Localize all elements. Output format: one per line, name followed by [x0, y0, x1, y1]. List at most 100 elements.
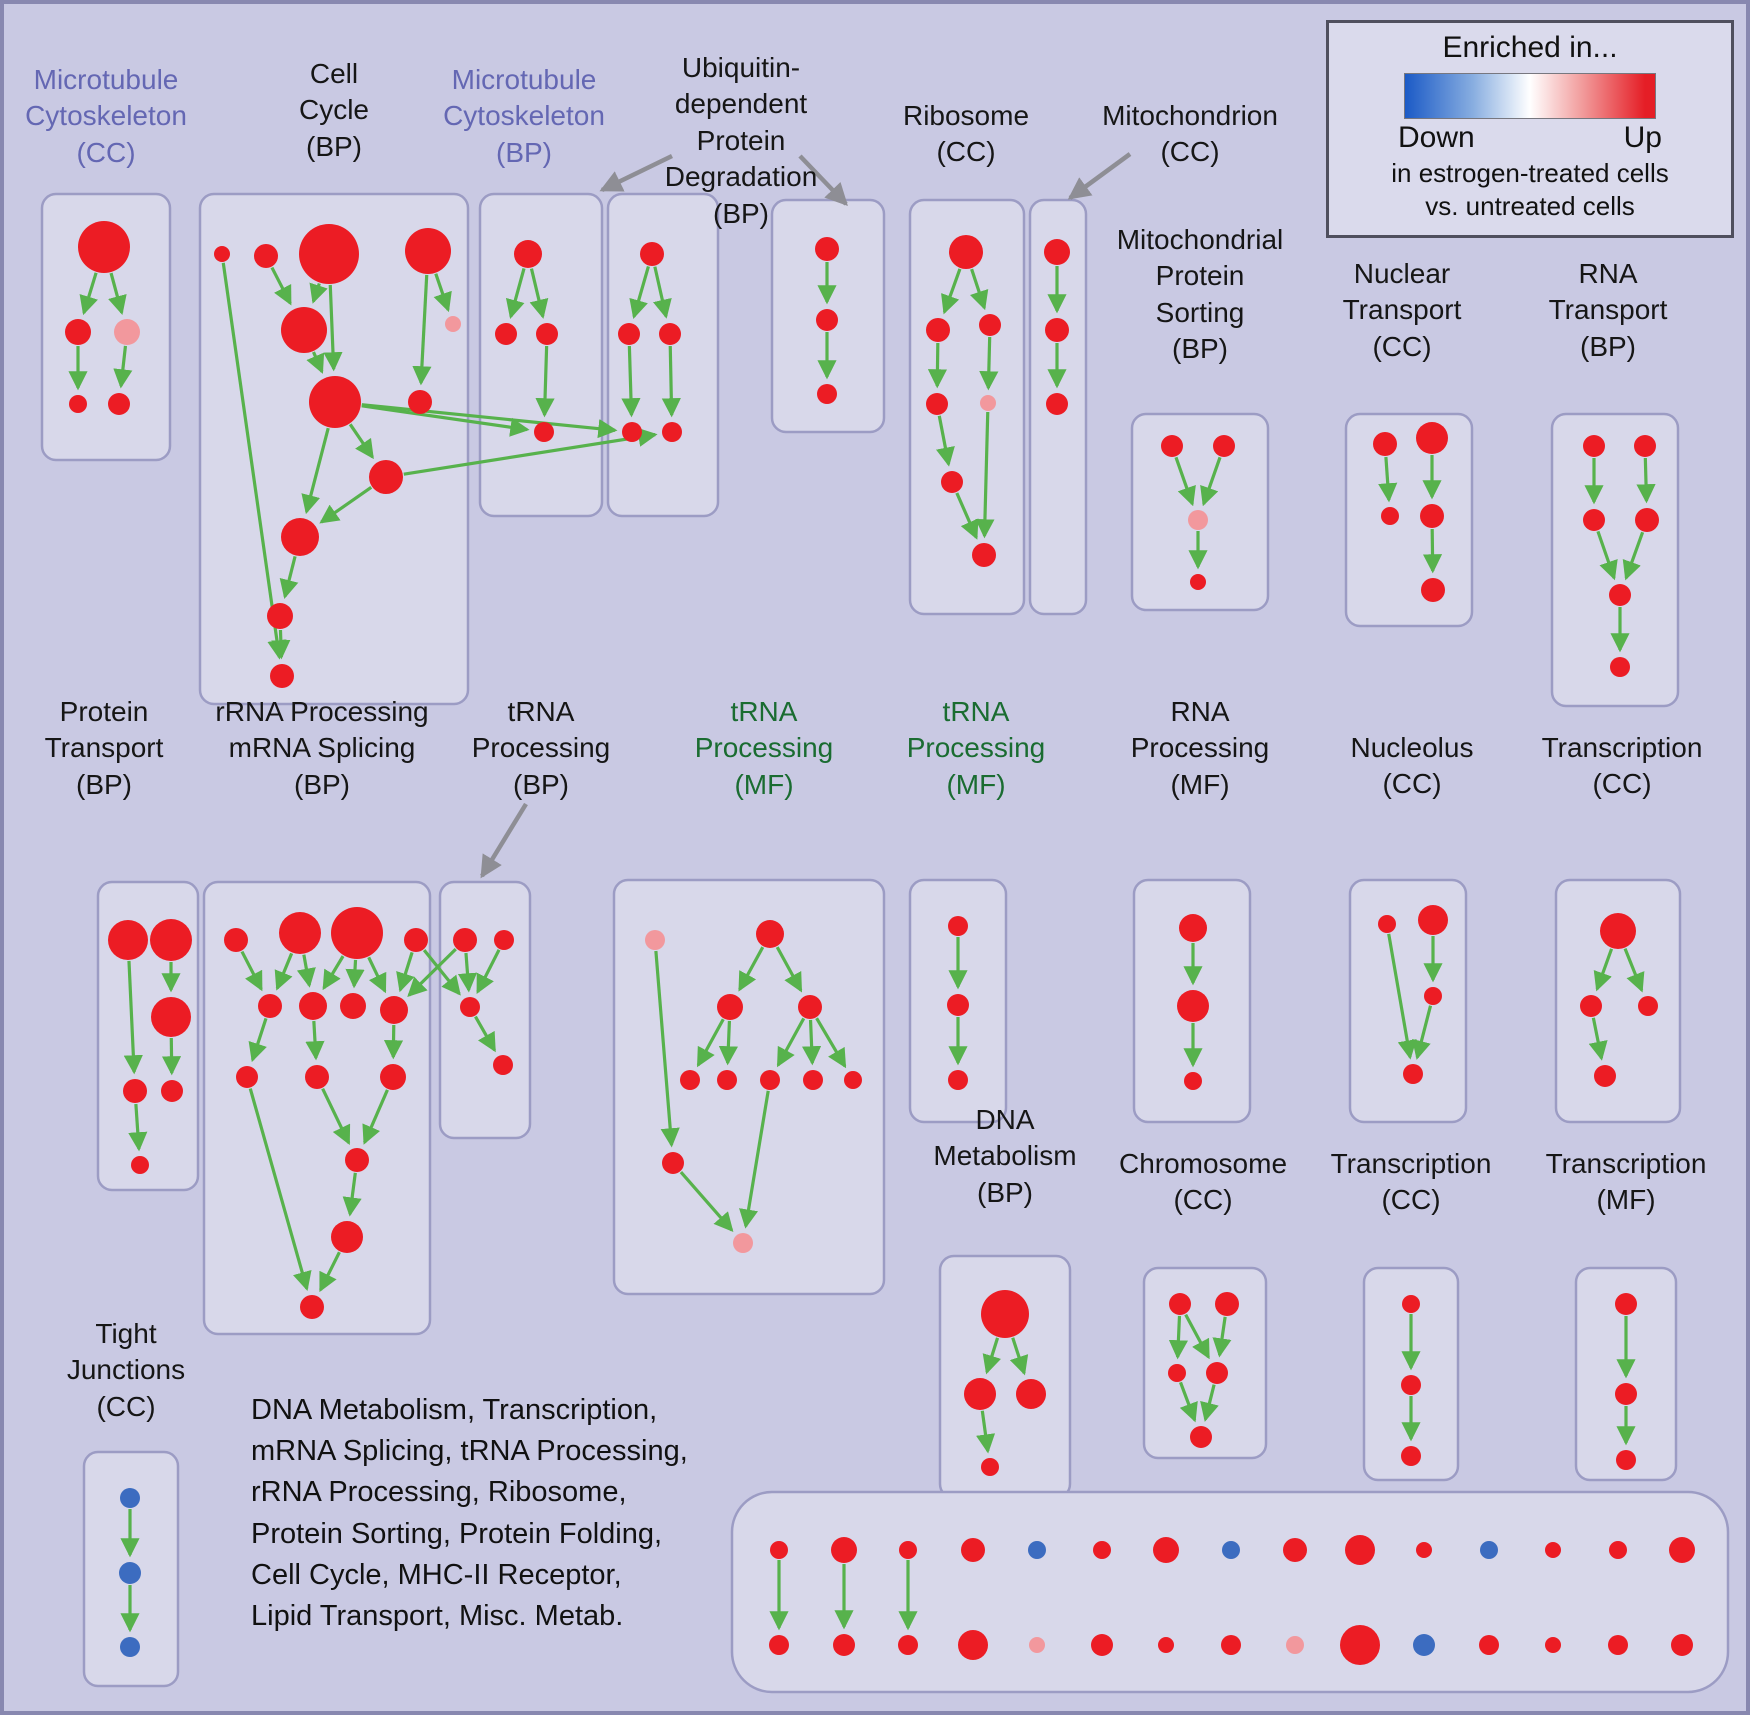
- cluster-label-mitochondrion-cc: Mitochondrion (CC): [1102, 100, 1278, 168]
- edge-arrow: [975, 411, 995, 539]
- edge-arrow: [1422, 528, 1443, 574]
- go-node-chromosome-cc-3: [1206, 1362, 1228, 1384]
- go-node-misc-cluster-10: [1416, 1542, 1432, 1558]
- go-node-rrna-processing-mrna-splicing-bp-6: [340, 993, 366, 1019]
- cluster-box-chromosome-cc: [1142, 1266, 1268, 1460]
- go-node-trna-processing-bp-3: [493, 1055, 513, 1075]
- go-node-rrna-processing-mrna-splicing-bp-4: [258, 994, 282, 1018]
- go-node-misc-cluster-2: [899, 1541, 917, 1559]
- legend-up-label: Up: [1623, 121, 1662, 154]
- go-node-misc-cluster-26: [1479, 1635, 1499, 1655]
- edge-arrow: [1174, 456, 1196, 507]
- go-node-mitochondrial-protein-sorting-bp-2: [1188, 510, 1208, 530]
- go-node-misc-cluster-0: [770, 1541, 788, 1559]
- edge-arrow: [396, 951, 415, 993]
- edge-arrow: [1184, 1313, 1210, 1360]
- go-node-microtubule-cytoskeleton-cc-2: [114, 319, 140, 345]
- edge-arrow: [1200, 1384, 1219, 1422]
- label-pointer-arrow: [599, 153, 673, 193]
- go-node-nuclear-transport-cc-3: [1420, 504, 1444, 528]
- edge-arrow: [927, 342, 948, 389]
- edge-arrow: [433, 273, 452, 313]
- go-node-rna-processing-mf-1: [1177, 990, 1209, 1022]
- cluster-box-transcription-cc-2: [1362, 1266, 1460, 1482]
- go-node-rrna-processing-mrna-splicing-bp-11: [345, 1148, 369, 1172]
- go-node-nuclear-transport-cc-4: [1421, 578, 1445, 602]
- edge-arrow: [529, 268, 549, 319]
- edge-arrow: [323, 284, 343, 372]
- go-node-misc-cluster-5: [1093, 1541, 1111, 1559]
- go-node-nuclear-transport-cc-2: [1381, 507, 1399, 525]
- edge-arrow: [1168, 1315, 1189, 1360]
- edge-arrow: [1596, 530, 1618, 581]
- label-pointer-arrow: [480, 802, 528, 879]
- go-node-rna-transport-bp-3: [1635, 508, 1659, 532]
- go-node-transcription-cc-1-3: [1594, 1065, 1616, 1087]
- legend-gradient-bar: [1404, 73, 1656, 119]
- go-node-rrna-processing-mrna-splicing-bp-5: [299, 992, 327, 1020]
- edge-arrow: [979, 336, 999, 391]
- go-node-dna-metabolism-bp-3: [981, 1458, 999, 1476]
- go-node-nuclear-transport-cc-0: [1373, 432, 1397, 456]
- go-node-cell-cycle-bp-3: [405, 228, 451, 274]
- edge-arrow: [654, 950, 680, 1148]
- go-node-microtubule-cytoskeleton-cc-0: [78, 221, 130, 273]
- go-node-mitochondrial-protein-sorting-bp-3: [1190, 574, 1206, 590]
- edge-arrow: [815, 1017, 847, 1069]
- edge-arrow: [248, 1088, 312, 1292]
- go-node-misc-cluster-9: [1345, 1535, 1375, 1565]
- go-node-protein-transport-bp-3: [123, 1079, 147, 1103]
- edge-arrow: [248, 1017, 268, 1063]
- label-pointer-arrow: [798, 154, 848, 207]
- go-node-microtubule-cytoskeleton-bp-2: [536, 323, 558, 345]
- go-node-misc-cluster-29: [1671, 1634, 1693, 1656]
- go-node-rrna-processing-mrna-splicing-bp-8: [236, 1066, 258, 1088]
- go-node-misc-cluster-13: [1609, 1541, 1627, 1559]
- cluster-label-trna-processing-bp: tRNA Processing (BP): [471, 696, 611, 800]
- go-node-microtubule-cytoskeleton-bp-1: [495, 323, 517, 345]
- go-node-cell-cycle-bp-11: [270, 664, 294, 688]
- label-pointer-arrow: [1067, 152, 1132, 200]
- edge-arrow: [621, 345, 641, 418]
- edge-arrow: [476, 949, 501, 994]
- go-node-ubiquitin-degradation-bp-2-1: [816, 309, 838, 331]
- misc-cluster-terms-list: DNA Metabolism, Transcription, mRNA Spli…: [251, 1394, 688, 1632]
- cluster-label-transcription-mf: Transcription (MF): [1545, 1148, 1707, 1216]
- go-node-cell-cycle-bp-5: [445, 316, 461, 332]
- edge-arrow: [342, 1172, 362, 1217]
- edge-arrow: [1009, 1337, 1029, 1376]
- go-node-rna-processing-mf-2: [1184, 1072, 1202, 1090]
- go-node-rrna-processing-mrna-splicing-bp-2: [331, 907, 383, 959]
- go-node-mitochondrial-protein-sorting-bp-0: [1161, 435, 1183, 457]
- edge-arrow: [1623, 948, 1645, 993]
- cluster-label-ribosome-cc: Ribosome (CC): [902, 100, 1030, 168]
- go-node-trna-processing-mf-1-4: [680, 1070, 700, 1090]
- edge-arrow: [718, 1020, 738, 1066]
- go-node-trna-processing-bp-2: [460, 997, 480, 1017]
- go-node-chromosome-cc-0: [1169, 1293, 1191, 1315]
- edge-arrow: [652, 266, 672, 319]
- edge-arrow: [113, 345, 133, 389]
- cluster-label-transcription-cc-1: Transcription (CC): [1541, 732, 1703, 800]
- cluster-label-rrna-processing-mrna-splicing-bp: rRNA Processing mRNA Splicing (BP): [215, 696, 429, 800]
- cluster-box-trna-processing-mf-1: [612, 878, 886, 1296]
- go-node-trna-processing-mf-2-1: [947, 994, 969, 1016]
- cluster-label-tight-junctions-cc: Tight Junctions (CC): [66, 1318, 186, 1422]
- nodes-layer: [65, 221, 1695, 1665]
- go-node-chromosome-cc-2: [1168, 1364, 1186, 1382]
- legend-title: Enriched in...: [1442, 31, 1618, 64]
- cluster-label-chromosome-cc: Chromosome (CC): [1118, 1148, 1288, 1216]
- edge-arrow: [305, 1020, 325, 1061]
- go-node-ribosome-cc-3: [926, 393, 948, 415]
- go-node-trna-processing-mf-1-10: [733, 1233, 753, 1253]
- go-node-transcription-mf-2: [1616, 1450, 1636, 1470]
- cluster-box-nuclear-transport-cc: [1344, 412, 1474, 628]
- edge-arrow: [970, 268, 989, 311]
- edge-arrow: [976, 1410, 996, 1454]
- go-node-mitochondrial-protein-sorting-bp-1: [1213, 435, 1235, 457]
- go-node-dna-metabolism-bp-2: [1016, 1379, 1046, 1409]
- go-node-misc-cluster-18: [958, 1630, 988, 1660]
- go-node-ubiquitin-degradation-bp-2-0: [815, 237, 839, 261]
- cluster-label-cell-cycle-bp: Cell Cycle (BP): [298, 58, 369, 162]
